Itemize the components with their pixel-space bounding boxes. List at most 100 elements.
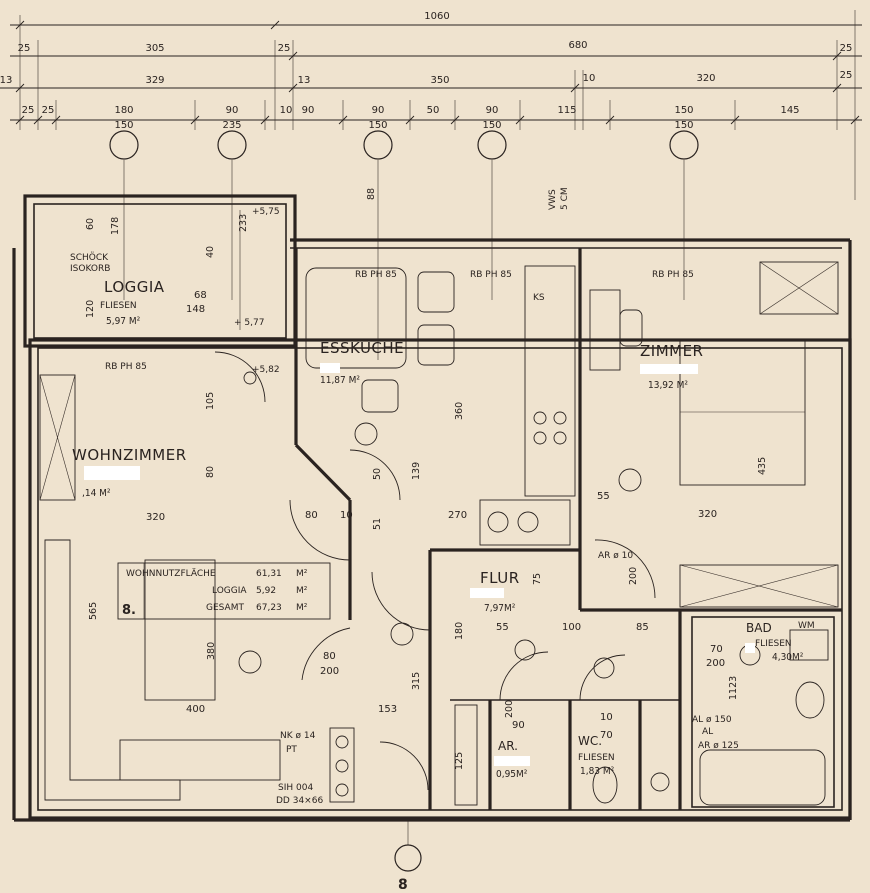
axis-circle: [217, 130, 247, 160]
al150-label: AL ø 150: [692, 715, 732, 725]
axis-markers: 8: [109, 130, 699, 893]
dim-r3s-0: 150: [114, 120, 133, 131]
inner-dim: 70: [600, 730, 613, 741]
dim-r2-3: 350: [430, 75, 449, 86]
loggia-name: LOGGIA: [104, 278, 165, 296]
dim-r3s-1: 235: [222, 120, 241, 131]
al-label: AL: [702, 727, 713, 737]
dim-r1-4: 25: [840, 43, 853, 54]
wohnzimmer-area: ,14 M²: [82, 488, 111, 499]
interior-dimensions: 320 320 565 380 400 80 200 105 80 360 13…: [85, 188, 768, 770]
inner-dim: 40: [205, 246, 216, 258]
inner-dim: 315: [411, 672, 422, 690]
dim-r2-1: 329: [145, 75, 164, 86]
inner-dim: 60: [85, 218, 96, 230]
area-row-value: 61,31: [256, 569, 282, 579]
inner-dim: 70: [710, 644, 723, 655]
loggia-note-1: SCHÖCK: [70, 252, 109, 263]
area-table: 8. WOHNNUTZFLÄCHE 61,31 M² LOGGIA 5,92 M…: [117, 562, 331, 620]
dim-r3-0: 25: [22, 105, 35, 116]
fixtures: [39, 210, 839, 806]
area-row-unit: M²: [296, 569, 308, 579]
dim-r2-2: 13: [298, 75, 311, 86]
inner-dim: 55: [496, 622, 509, 633]
inner-dim: 139: [411, 462, 422, 480]
inner-dim: 200: [504, 700, 515, 718]
ar-name: AR.: [498, 739, 518, 753]
inner-dim: 51: [372, 518, 383, 530]
dim-r3-1: 25: [42, 105, 55, 116]
area-row-value: 5,92: [256, 586, 276, 596]
axis-circle-bottom: [394, 844, 422, 872]
inner-dim: 320: [698, 509, 717, 520]
ar-area: 0,95M²: [496, 769, 528, 780]
axis-circle: [477, 130, 507, 160]
dim-r3-2: 180: [114, 105, 133, 116]
inner-dim: 68: [194, 290, 207, 301]
area-row-unit: M²: [296, 586, 308, 596]
inner-dim: 85: [636, 622, 649, 633]
bad-area: 4,30M²: [772, 652, 804, 663]
loggia-area: 5,97 M²: [106, 316, 141, 327]
height-582: +5,82: [252, 365, 280, 375]
inner-dim: 380: [206, 642, 217, 660]
loggia-note-2: ISOKORB: [70, 264, 110, 274]
pt-label: PT: [286, 745, 297, 755]
inner-dim: 153: [378, 704, 397, 715]
rb-ph85-kitchen: RB PH 85: [355, 270, 397, 280]
dim-r2-4: 10: [583, 73, 596, 84]
area-row-label: LOGGIA: [212, 586, 247, 596]
inner-dim: 55: [597, 491, 610, 502]
inner-dim: 180: [454, 622, 465, 640]
dim-r3-6: 90: [372, 105, 385, 116]
dim-r3-5: 90: [302, 105, 315, 116]
misc-labels: RB PH 85 RB PH 85 RB PH 85 RB PH 85 KS V…: [105, 187, 815, 806]
inner-dim: 125: [454, 752, 465, 770]
inner-dim: 565: [88, 602, 99, 620]
inner-dim: 1123: [728, 676, 739, 700]
wohnzimmer-name: WOHNZIMMER: [72, 446, 187, 464]
area-table-number: 8.: [122, 603, 136, 618]
inner-dim: 400: [186, 704, 205, 715]
inner-dim: 360: [454, 402, 465, 420]
area-row-value: 67,23: [256, 603, 282, 613]
dim-r3-3: 90: [226, 105, 239, 116]
vws-label: VWS: [548, 189, 558, 210]
dim-r3-7: 50: [427, 105, 440, 116]
flur-name: FLUR: [480, 569, 520, 587]
dim-r1-2: 25: [278, 43, 291, 54]
vws-5cm-label: 5 CM: [560, 187, 570, 210]
inner-dim: 80: [323, 651, 336, 662]
dim-r2-6: 25: [840, 70, 853, 81]
inner-dim: 10: [340, 510, 353, 521]
inner-dim: 50: [372, 468, 383, 480]
inner-dim: 320: [146, 512, 165, 523]
inner-dim: 75: [532, 573, 543, 585]
dim-overall: 1060: [424, 11, 449, 22]
rb-ph85-zimmer: RB PH 85: [652, 270, 694, 280]
dim-r2-0: 13: [0, 75, 12, 86]
inner-dim: 200: [706, 658, 725, 669]
room-labels: SCHÖCK ISOKORB LOGGIA FLIESEN 5,97 M² ES…: [70, 252, 804, 780]
inner-dim: 80: [305, 510, 318, 521]
dimension-chains: 1060 25 305 25 680 25 13 329 13 350 10 3…: [0, 10, 862, 200]
dim-r3-10: 150: [674, 105, 693, 116]
esskueche-name: ESSKÜCHE: [320, 338, 404, 357]
ar-10-label: AR ø 10: [598, 551, 633, 561]
wc-name: WC.: [578, 734, 602, 748]
inner-dim: 100: [562, 622, 581, 633]
dd-label: DD 34×66: [276, 796, 323, 806]
bad-floor: FLIESEN: [755, 639, 792, 649]
rb-ph85-wohnzimmer: RB PH 85: [105, 362, 147, 372]
rb-ph85-kitchen-2: RB PH 85: [470, 270, 512, 280]
height-575: +5,75: [252, 207, 280, 217]
axis-circle: [109, 130, 139, 160]
ar125-label: AR ø 125: [698, 741, 739, 751]
doors: [214, 351, 656, 791]
dim-r3-9: 115: [557, 105, 576, 116]
walls: [12, 194, 852, 822]
area-row-unit: M²: [296, 603, 308, 613]
inner-dim: 105: [205, 392, 216, 410]
inner-dim: 10: [600, 712, 613, 723]
